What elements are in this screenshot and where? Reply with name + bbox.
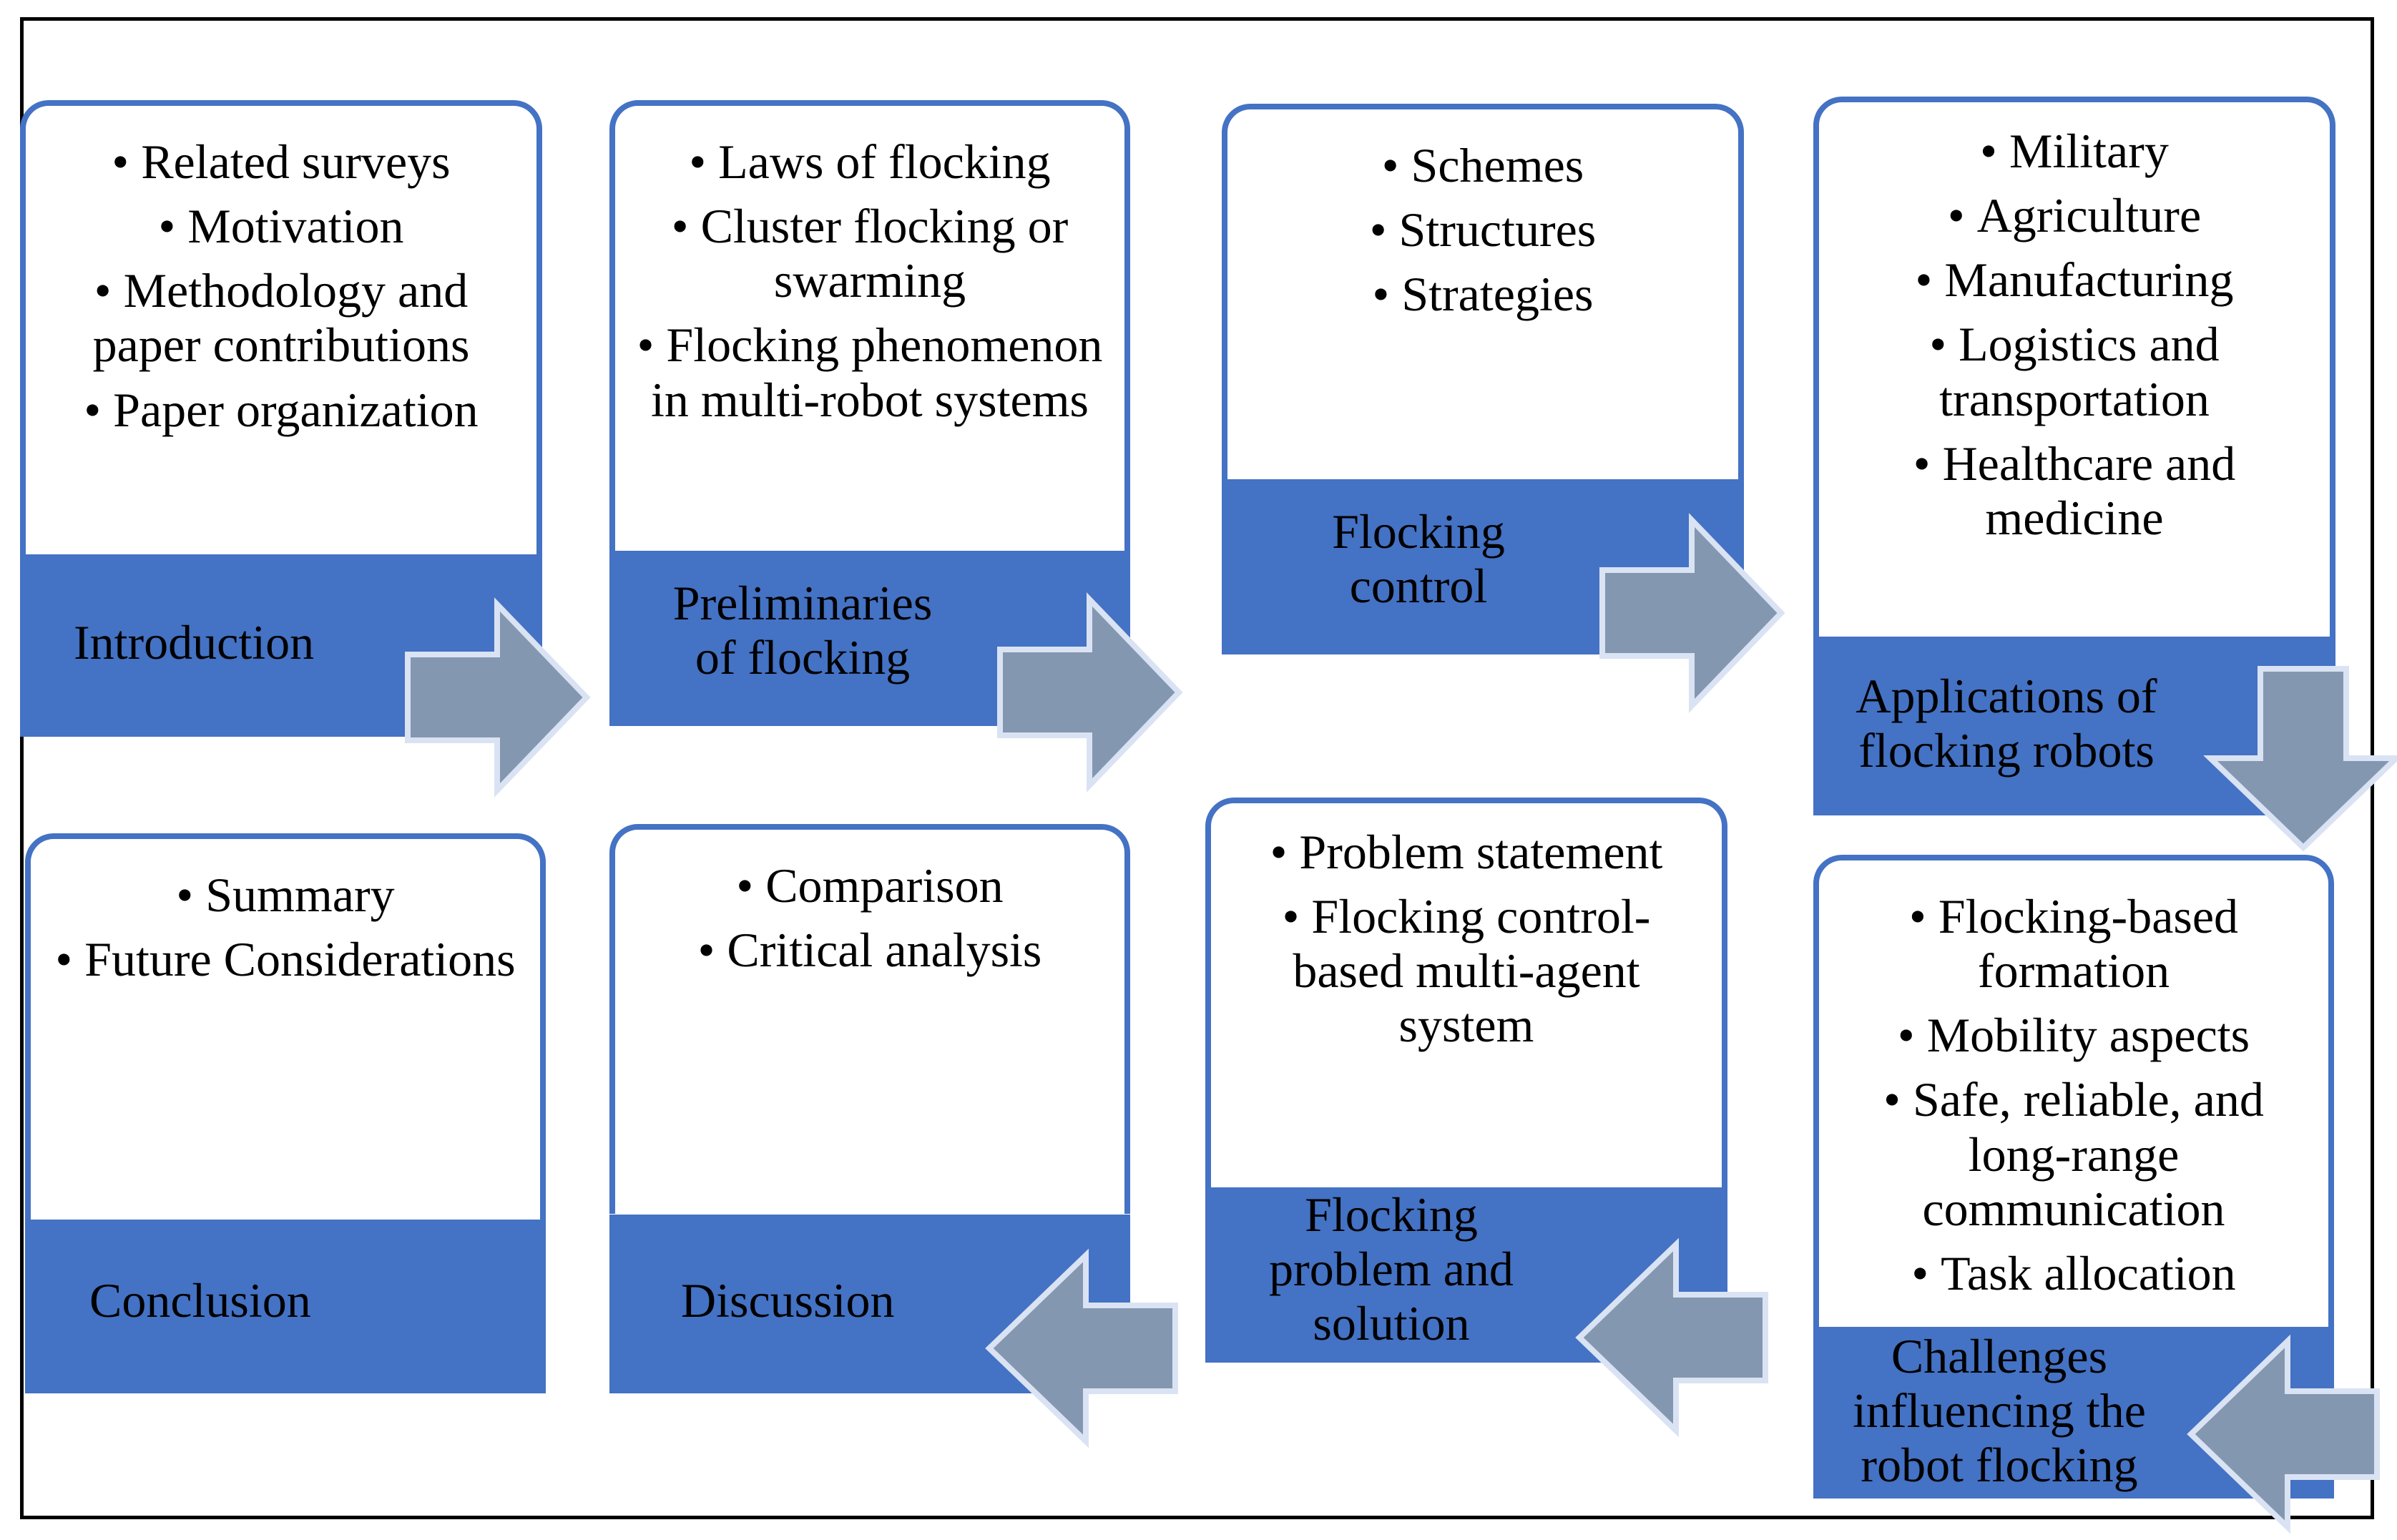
stage-title: Flocking control <box>1332 504 1505 614</box>
stage-card-challenges: Flocking-based formation Mobility aspect… <box>1813 855 2334 1499</box>
stage-topics-panel: Related surveys Motivation Methodology a… <box>20 100 542 558</box>
stage-title: Challenges influencing the robot flockin… <box>1853 1329 2146 1493</box>
topic-item: Comparison <box>637 858 1103 913</box>
stage-topics-panel: Military Agriculture Manufacturing Logis… <box>1813 97 2335 637</box>
topic-item: Cluster flocking or swarming <box>637 199 1103 308</box>
topic-item: Motivation <box>40 199 522 253</box>
topic-item: Schemes <box>1242 138 1724 192</box>
stage-card-applications: Military Agriculture Manufacturing Logis… <box>1813 97 2335 815</box>
topic-item: Methodology and paper contributions <box>40 263 522 372</box>
stage-title: Preliminaries of flocking <box>672 576 933 685</box>
topic-list: Comparison Critical analysis <box>615 830 1124 977</box>
topic-item: Paper organization <box>40 383 522 437</box>
topic-item: Problem statement <box>1232 825 1700 879</box>
topic-list: Schemes Structures Strategies <box>1227 109 1738 321</box>
stage-topics-panel: Flocking-based formation Mobility aspect… <box>1813 855 2334 1327</box>
arrow-right-icon <box>405 597 591 798</box>
topic-item: Logistics and transportation <box>1840 317 2308 426</box>
arrow-left-icon <box>1575 1237 1768 1438</box>
stage-card-discussion: Comparison Critical analysis Discussion <box>609 824 1130 1393</box>
topic-item: Mobility aspects <box>1840 1008 2307 1062</box>
topic-list: Flocking-based formation Mobility aspect… <box>1819 860 2328 1300</box>
topic-item: Military <box>1840 124 2308 178</box>
topic-list: Related surveys Motivation Methodology a… <box>26 106 536 437</box>
arrow-down-icon <box>2203 666 2397 852</box>
topic-item: Agriculture <box>1840 188 2308 242</box>
topic-item: Laws of flocking <box>637 134 1103 189</box>
topic-item: Future Considerations <box>52 932 519 986</box>
topic-item: Critical analysis <box>637 923 1103 977</box>
stage-title-band <box>25 1220 546 1393</box>
stage-title: Flocking problem and solution <box>1269 1187 1514 1351</box>
topic-item: Flocking-based formation <box>1840 889 2307 998</box>
topic-item: Flocking control-based multi-agent syste… <box>1232 889 1700 1052</box>
stage-card-preliminaries: Laws of flocking Cluster flocking or swa… <box>609 100 1130 726</box>
topic-item: Manufacturing <box>1840 252 2308 307</box>
arrow-right-icon <box>997 592 1183 793</box>
stage-topics-panel: Problem statement Flocking control-based… <box>1205 798 1727 1187</box>
stage-title: Introduction <box>74 615 315 670</box>
topic-list: Summary Future Considerations <box>31 839 540 986</box>
topic-item: Safe, reliable, and long-range communica… <box>1840 1072 2307 1235</box>
stage-title: Discussion <box>681 1273 895 1328</box>
topic-list: Military Agriculture Manufacturing Logis… <box>1819 102 2330 545</box>
stage-title: Conclusion <box>89 1273 311 1328</box>
arrow-left-icon <box>985 1248 1178 1448</box>
arrow-right-icon <box>1599 513 1785 713</box>
arrow-left-icon <box>2187 1334 2380 1534</box>
topic-item: Flocking phenomenon in multi-robot syste… <box>637 318 1103 426</box>
topic-list: Problem statement Flocking control-based… <box>1211 803 1722 1053</box>
topic-list: Laws of flocking Cluster flocking or swa… <box>615 106 1124 427</box>
topic-item: Related surveys <box>40 134 522 189</box>
stage-card-introduction: Related surveys Motivation Methodology a… <box>20 100 542 737</box>
stage-topics-panel: Schemes Structures Strategies <box>1222 104 1744 479</box>
topic-item: Strategies <box>1242 267 1724 321</box>
topic-item: Summary <box>52 868 519 922</box>
stage-title: Applications of flocking robots <box>1856 669 2157 778</box>
topic-item: Structures <box>1242 202 1724 257</box>
stage-topics-panel: Comparison Critical analysis <box>609 824 1130 1214</box>
topic-item: Healthcare and medicine <box>1840 436 2308 545</box>
stage-topics-panel: Laws of flocking Cluster flocking or swa… <box>609 100 1130 558</box>
topic-item: Task allocation <box>1840 1246 2307 1300</box>
stage-topics-panel: Summary Future Considerations <box>25 833 546 1220</box>
stage-card-conclusion: Summary Future Considerations Conclusion <box>25 833 546 1393</box>
